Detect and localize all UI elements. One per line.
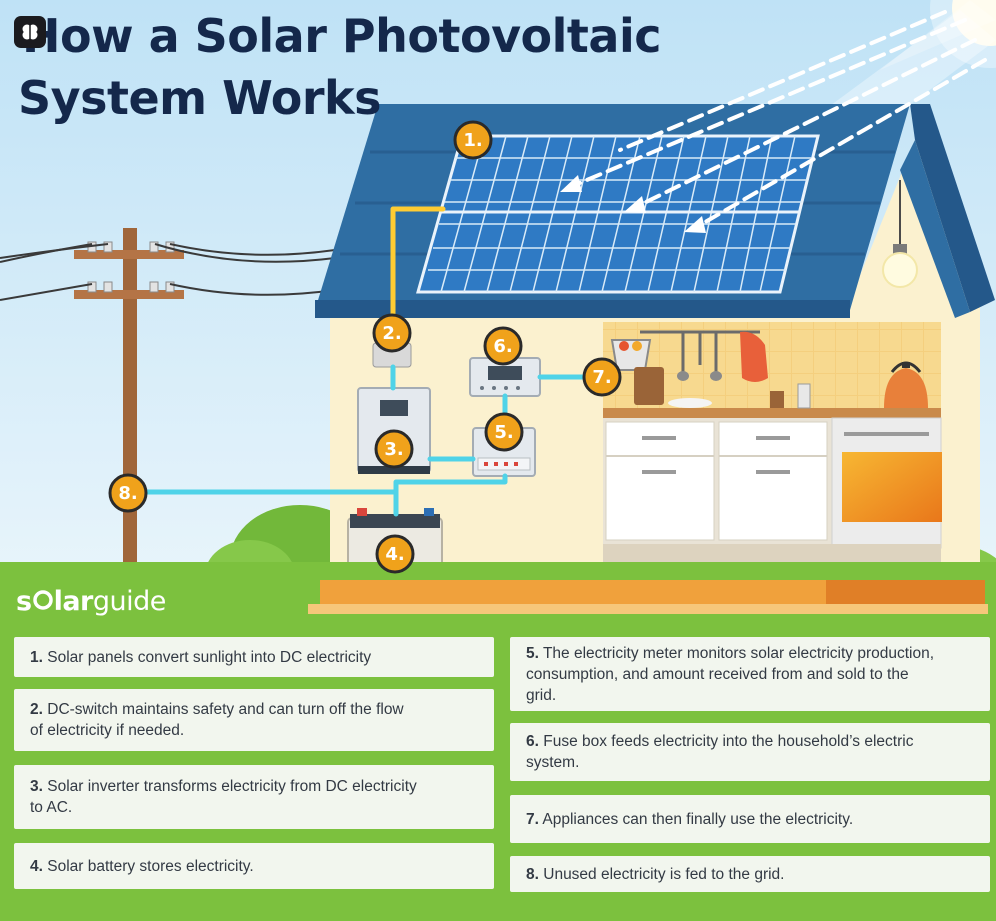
svg-text:1.: 1. xyxy=(463,130,482,151)
title-line-1: How a Solar Photovoltaic xyxy=(22,9,661,63)
svg-text:7.: 7. xyxy=(592,367,611,388)
badge-2: 2. xyxy=(372,313,412,353)
badge-5: 5. xyxy=(484,412,524,452)
sunlight-arrowheads xyxy=(560,175,706,233)
svg-text:4.: 4. xyxy=(385,544,404,565)
badge-3: 3. xyxy=(374,429,414,469)
svg-text:5.: 5. xyxy=(494,422,513,443)
light-bulb-icon xyxy=(882,180,918,288)
sunlight-rays xyxy=(573,10,987,227)
svg-text:8.: 8. xyxy=(118,483,137,504)
title-line-2: System Works xyxy=(18,71,381,125)
svg-text:3.: 3. xyxy=(384,439,403,460)
badge-6: 6. xyxy=(483,326,523,366)
svg-text:6.: 6. xyxy=(493,336,512,357)
badge-8: 8. xyxy=(108,473,148,513)
badge-7: 7. xyxy=(582,357,622,397)
app-brain-icon[interactable] xyxy=(14,16,46,48)
svg-text:2.: 2. xyxy=(382,323,401,344)
kitchen xyxy=(603,322,942,580)
solar-panel xyxy=(416,134,820,294)
step-badges: 1. 2. 3. 4. 5. 6. 7. 8. xyxy=(108,120,622,574)
house-base xyxy=(308,580,988,614)
badge-4: 4. xyxy=(375,534,415,574)
logo-sun-icon xyxy=(33,590,53,610)
badge-1: 1. xyxy=(453,120,493,160)
